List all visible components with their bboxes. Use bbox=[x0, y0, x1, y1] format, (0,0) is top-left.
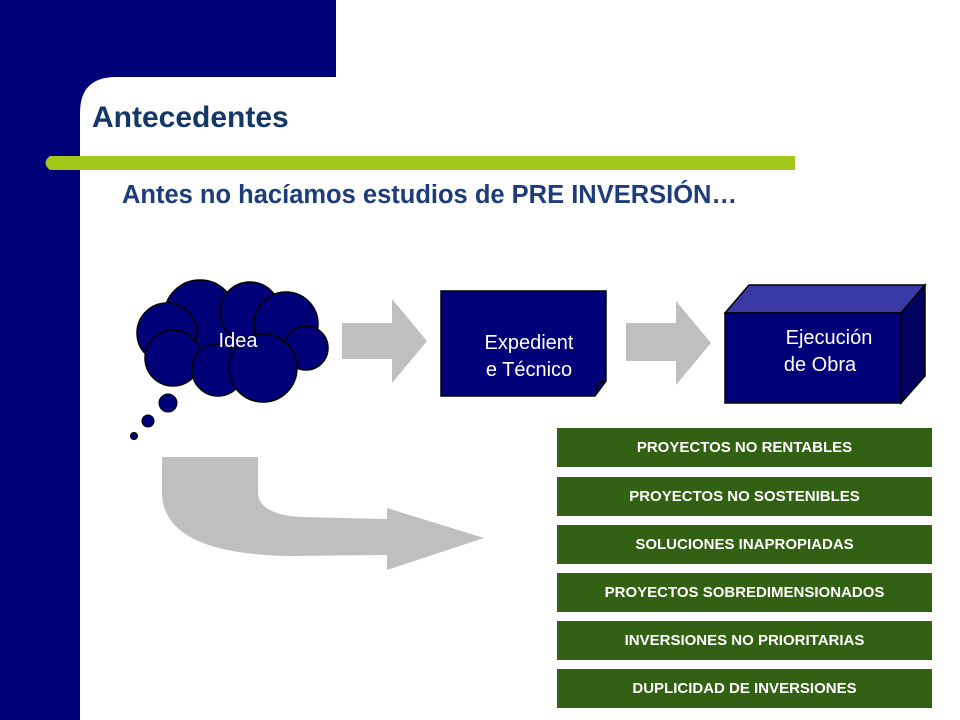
idea-cloud bbox=[136, 279, 329, 403]
ejecucion-cube bbox=[723, 282, 927, 405]
consequence-box: DUPLICIDAD DE INVERSIONES bbox=[557, 669, 932, 708]
consequence-box: SOLUCIONES INAPROPIADAS bbox=[557, 525, 932, 564]
ejecucion-label: Ejecución de Obra bbox=[762, 325, 896, 379]
slide-headline: Antes no hacíamos estudios de PRE INVERS… bbox=[122, 181, 737, 209]
flow-arrow-2 bbox=[626, 301, 711, 385]
flow-arrow-1 bbox=[342, 299, 427, 383]
navy-frame bbox=[0, 0, 336, 720]
idea-label: Idea bbox=[218, 330, 258, 352]
expediente-fold bbox=[594, 380, 607, 397]
thought-bubbles bbox=[130, 393, 178, 440]
consequence-box: PROYECTOS SOBREDIMENSIONADOS bbox=[557, 573, 932, 612]
consequence-box: PROYECTOS NO SOSTENIBLES bbox=[557, 477, 932, 516]
ejecucion-label-line2: de Obra bbox=[783, 354, 857, 376]
expediente-label: Expedient e Técnico bbox=[462, 330, 596, 384]
expediente-label-line2: e Técnico bbox=[485, 359, 573, 381]
expediente-label-line1: Expedient bbox=[484, 332, 574, 354]
curved-arrow bbox=[162, 457, 484, 570]
green-accent-line bbox=[45, 156, 795, 170]
section-title: Antecedentes bbox=[92, 101, 289, 134]
expediente-box bbox=[440, 290, 607, 397]
consequence-box: INVERSIONES NO PRIORITARIAS bbox=[557, 621, 932, 660]
ejecucion-label-line1: Ejecución bbox=[785, 327, 873, 349]
consequence-box: PROYECTOS NO RENTABLES bbox=[557, 428, 932, 467]
